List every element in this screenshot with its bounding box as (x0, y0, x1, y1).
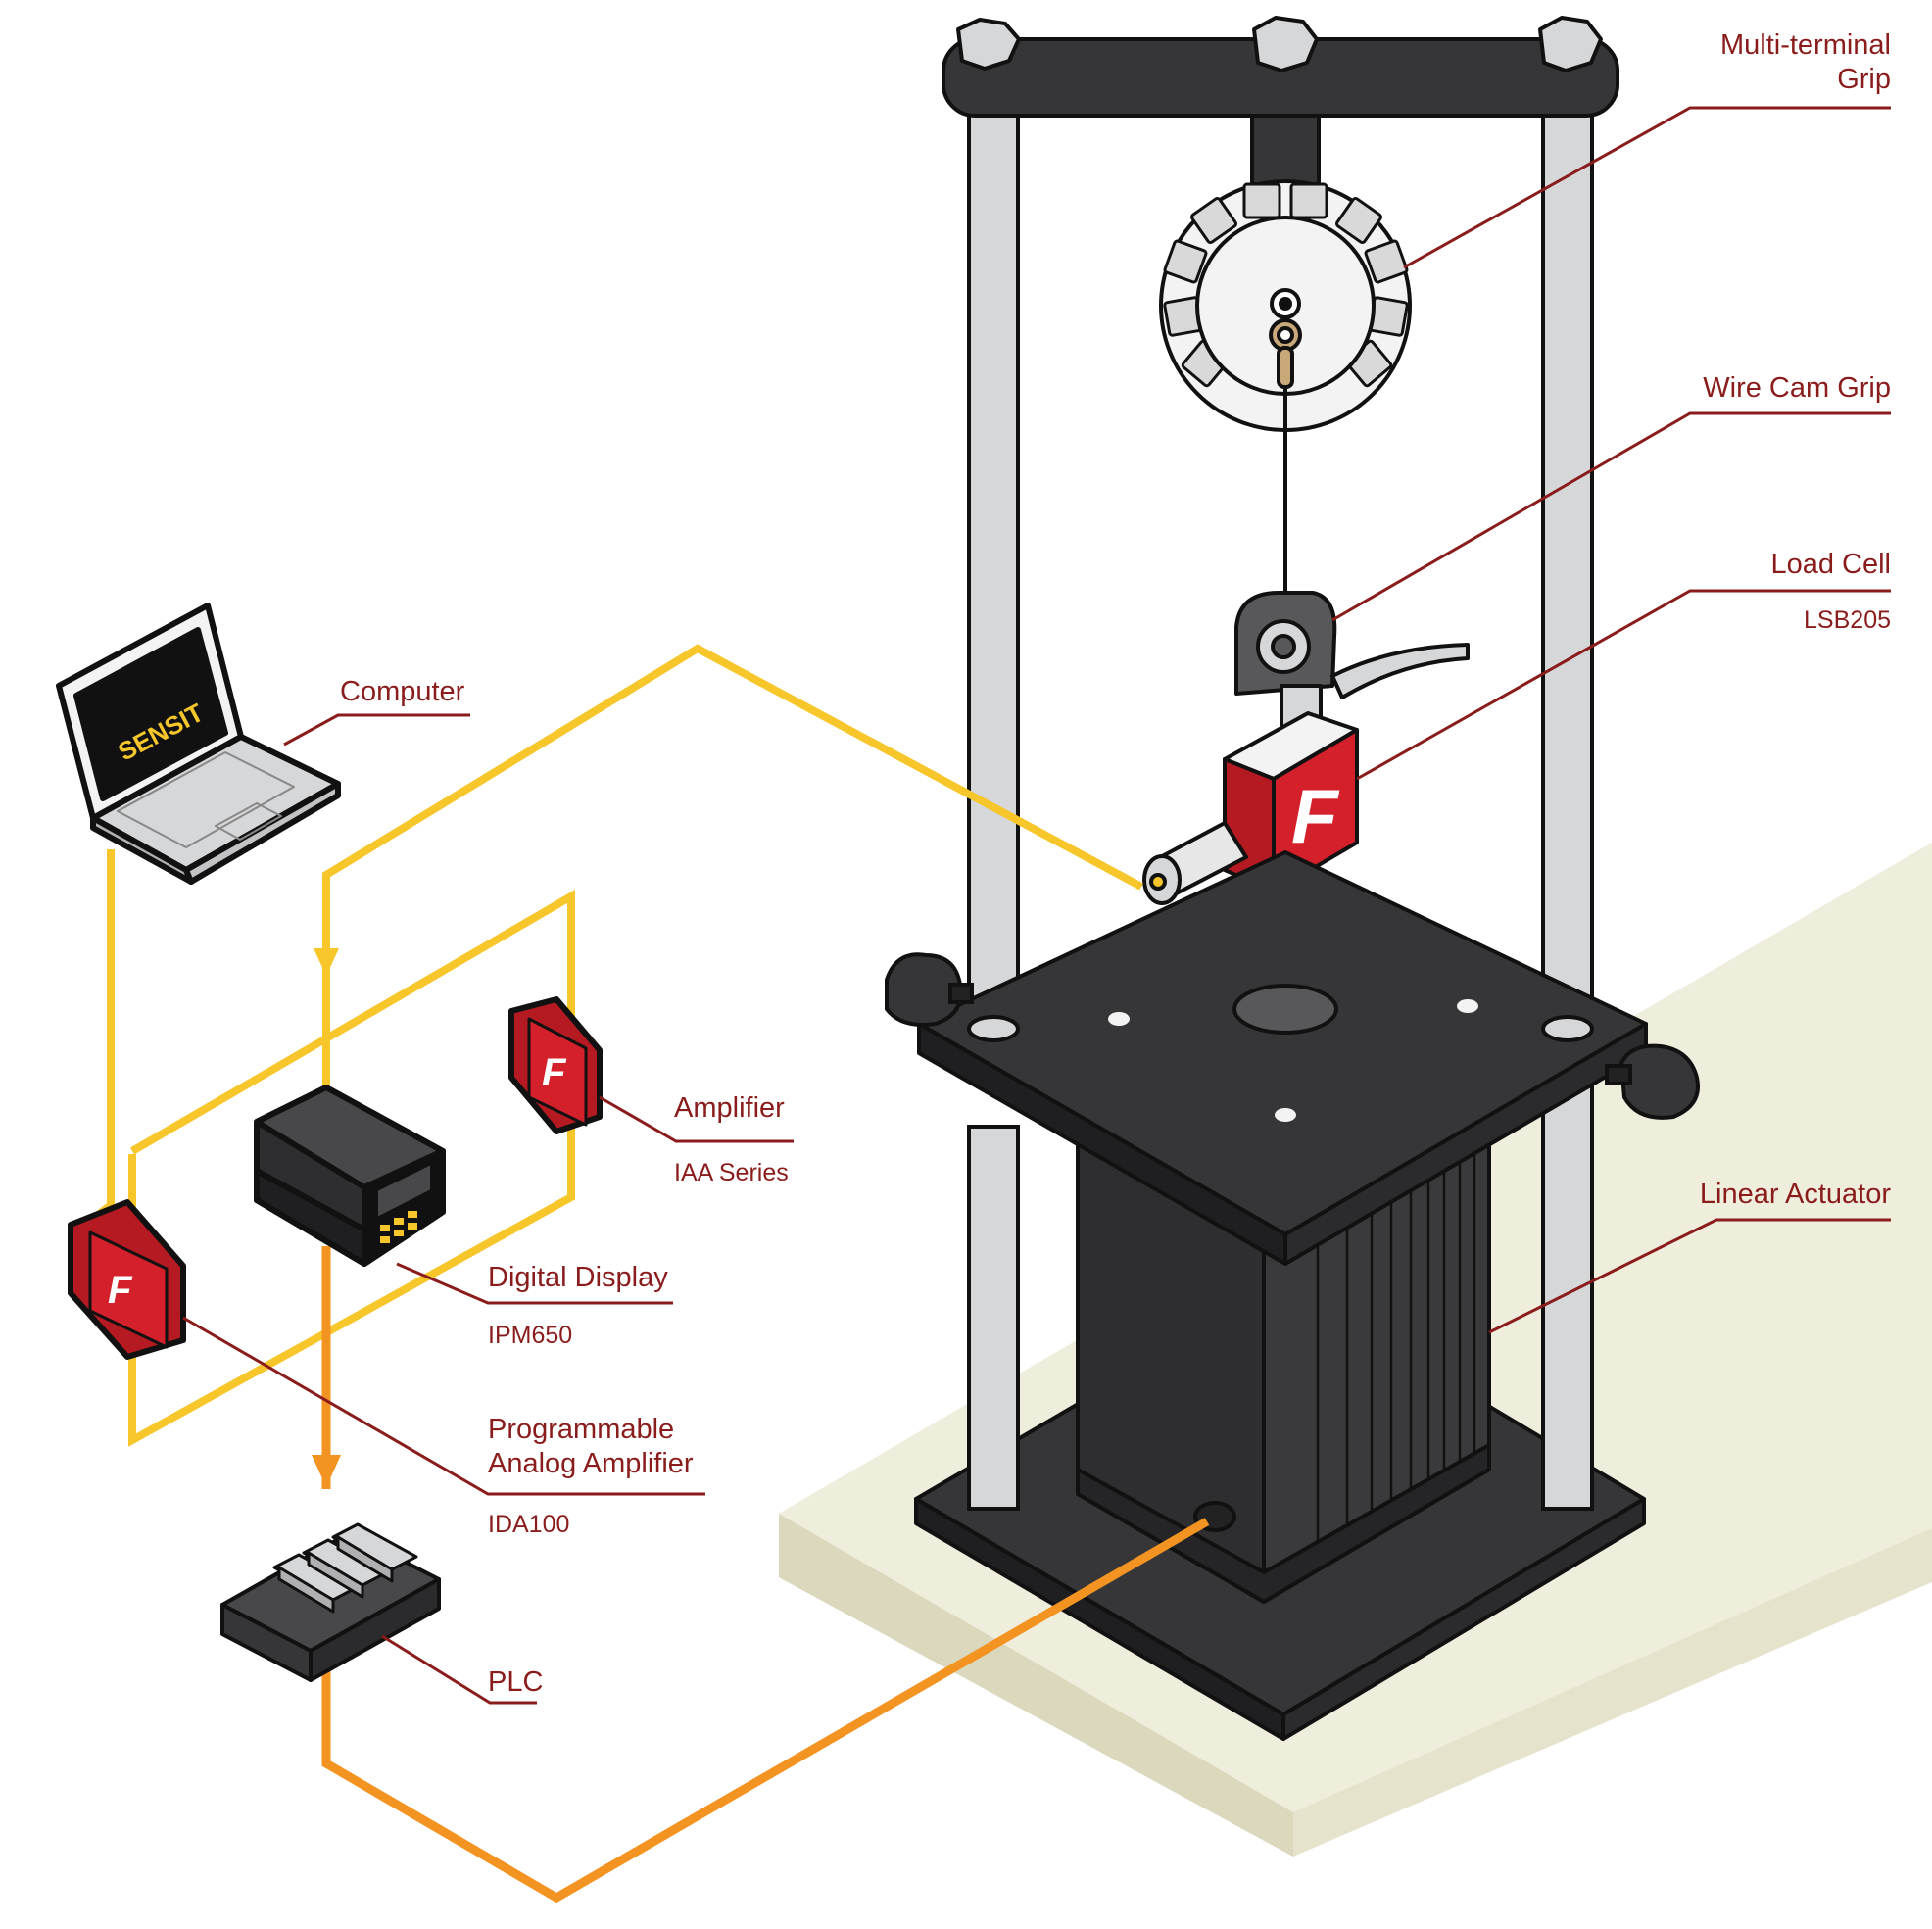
leader-amplifier (599, 1095, 794, 1143)
label-digital-display-model: IPM650 (488, 1322, 572, 1349)
wire-loadcell-to-display (322, 644, 1143, 1097)
wire-arrow-yellow (314, 948, 339, 976)
wire-arrow-orange (312, 1455, 341, 1487)
label-multi-terminal-grip-line1: Multi-terminal (1720, 29, 1891, 61)
leader-computer (283, 713, 470, 747)
crossbar-bolt-middle (1252, 16, 1319, 72)
label-digital-display: Digital Display (488, 1262, 668, 1293)
label-load-cell: Load Cell (1770, 549, 1891, 580)
leader-wire-cam-grip (1331, 411, 1891, 622)
wire-computer-to-amplifier (95, 849, 115, 1219)
amplifier-logo: F (542, 1051, 567, 1094)
leader-load-cell (1356, 589, 1891, 781)
programmable-amplifier-logo: F (108, 1269, 133, 1312)
leader-lines (182, 106, 1891, 1705)
plate-knob-right (1605, 1043, 1700, 1120)
label-linear-actuator: Linear Actuator (1700, 1179, 1891, 1210)
load-cell-connector (1142, 821, 1248, 905)
wire-cam-grip (1234, 591, 1470, 731)
computer-laptop: SENSIT (56, 603, 341, 885)
label-programmable-amplifier-line1: Programmable (488, 1414, 674, 1445)
leader-linear-actuator (1488, 1218, 1891, 1334)
leader-digital-display (396, 1262, 673, 1305)
programmable-amplifier-ida100: F (68, 1199, 186, 1360)
callout-labels: Multi-terminal Grip Wire Cam Grip Load C… (340, 29, 1891, 1698)
leader-multi-terminal-grip (1403, 106, 1891, 269)
plate-knob-left (885, 952, 974, 1027)
top-crossbar (942, 16, 1619, 186)
label-computer: Computer (340, 676, 465, 707)
plc (220, 1522, 441, 1682)
crossbar-bolt-right (1538, 16, 1603, 72)
amplifier-iaa: F (508, 996, 603, 1134)
label-load-cell-model: LSB205 (1804, 606, 1891, 634)
multi-terminal-grip (1159, 179, 1412, 607)
top-plate (917, 850, 1648, 1266)
label-multi-terminal-grip-line2: Grip (1837, 64, 1891, 95)
label-programmable-amplifier-line2: Analog Amplifier (488, 1448, 694, 1479)
label-wire-cam-grip: Wire Cam Grip (1703, 372, 1891, 404)
load-cell-logo: F (1291, 773, 1340, 859)
label-amplifier-model: IAA Series (674, 1159, 789, 1186)
leader-programmable-amplifier (182, 1316, 705, 1496)
digital-display-ipm650 (254, 1085, 446, 1267)
rods (967, 106, 1594, 1511)
label-programmable-amplifier-model: IDA100 (488, 1511, 569, 1538)
wire-plc-to-actuator (321, 1518, 1210, 1904)
label-amplifier: Amplifier (674, 1092, 785, 1124)
leader-plc (381, 1634, 537, 1705)
crossbar-bolt-left (956, 18, 1021, 71)
label-plc: PLC (488, 1666, 543, 1698)
